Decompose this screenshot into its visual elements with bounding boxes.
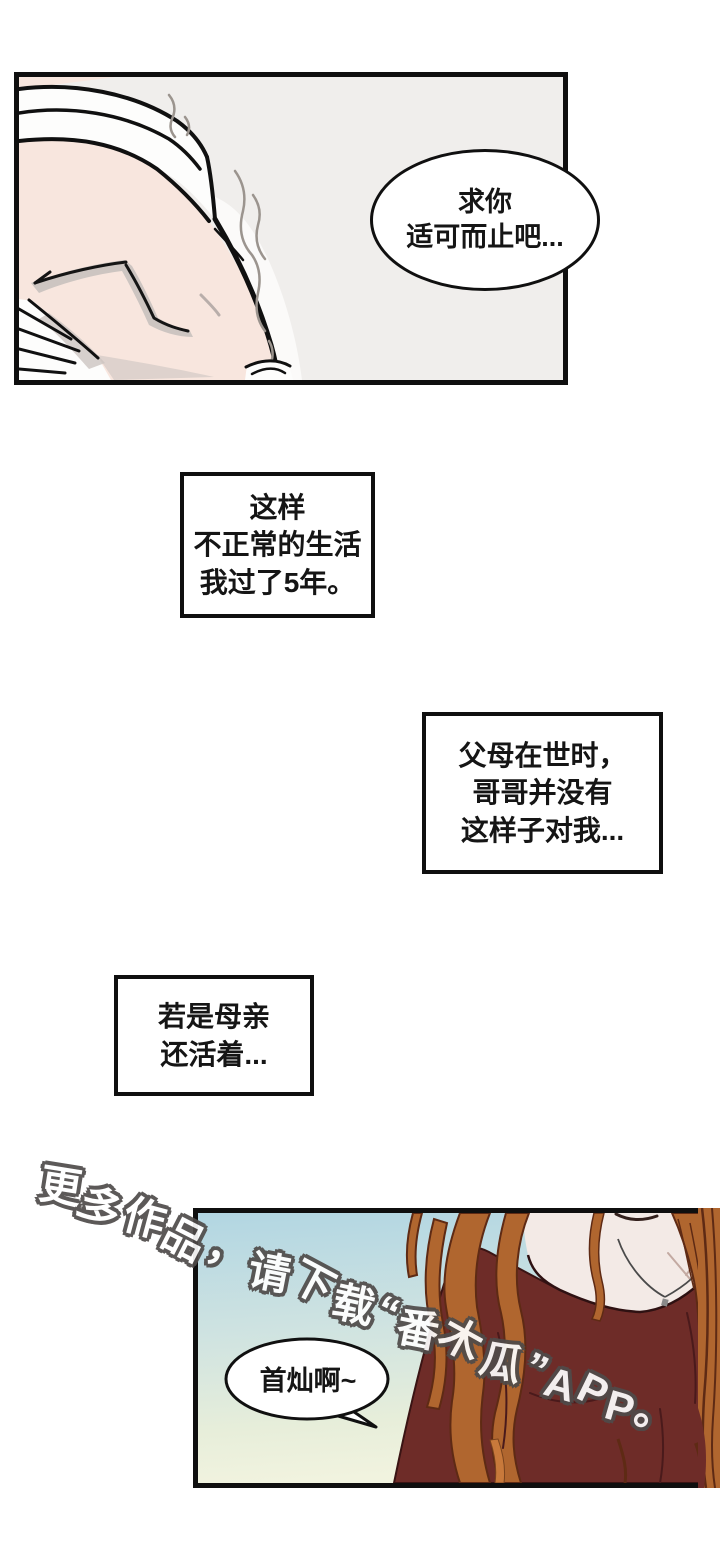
- caption-line: 还活着...: [160, 1038, 268, 1070]
- caption-line: 这样: [249, 491, 306, 523]
- hair-wisp: [588, 1213, 606, 1322]
- hair-strand-bottom: [489, 1438, 506, 1483]
- crease-shading: [31, 260, 221, 380]
- bandage-wrap-bottom-right: [244, 359, 293, 380]
- woman-chest: [523, 1213, 702, 1312]
- speech-bubble-call: [224, 1337, 390, 1429]
- caption-box-five-years: 这样 不正常的生活 我过了5年。: [180, 472, 375, 618]
- caption-box-mother: 若是母亲 还活着...: [114, 975, 314, 1096]
- hair-overflow-strip: [698, 1208, 720, 1488]
- caption-line: 哥哥并没有: [472, 777, 613, 809]
- caption-box-parents: 父母在世时， 哥哥并没有 这样子对我...: [422, 712, 663, 874]
- speech-bubble-text: 首灿啊~: [259, 1365, 357, 1396]
- caption-line: 这样子对我...: [460, 814, 625, 846]
- caption-line: 我过了5年。: [199, 566, 356, 598]
- woman-artwork: [198, 1213, 702, 1483]
- woman-hair-left: [405, 1213, 531, 1483]
- bandage-band: [19, 85, 281, 380]
- panel-shoulder: [14, 72, 568, 385]
- shoulder-artwork: [19, 77, 563, 380]
- sweater-folds: [497, 1312, 697, 1483]
- speech-line: 适可而止吧...: [406, 222, 564, 252]
- trembling-lines: [167, 93, 274, 365]
- skin-shoulder: [19, 77, 277, 380]
- caption-line: 若是母亲: [157, 1000, 270, 1032]
- panel-woman: [193, 1208, 707, 1488]
- bandage-wrap-bottom-left: [19, 298, 111, 380]
- caption-line: 不正常的生活: [193, 529, 362, 561]
- speech-line: 求你: [458, 186, 512, 217]
- caption-line: 父母在世时，: [458, 739, 627, 771]
- speech-bubble-ellipse: [224, 1337, 390, 1421]
- speech-bubble-plead: 求你 适可而止吧...: [370, 149, 600, 291]
